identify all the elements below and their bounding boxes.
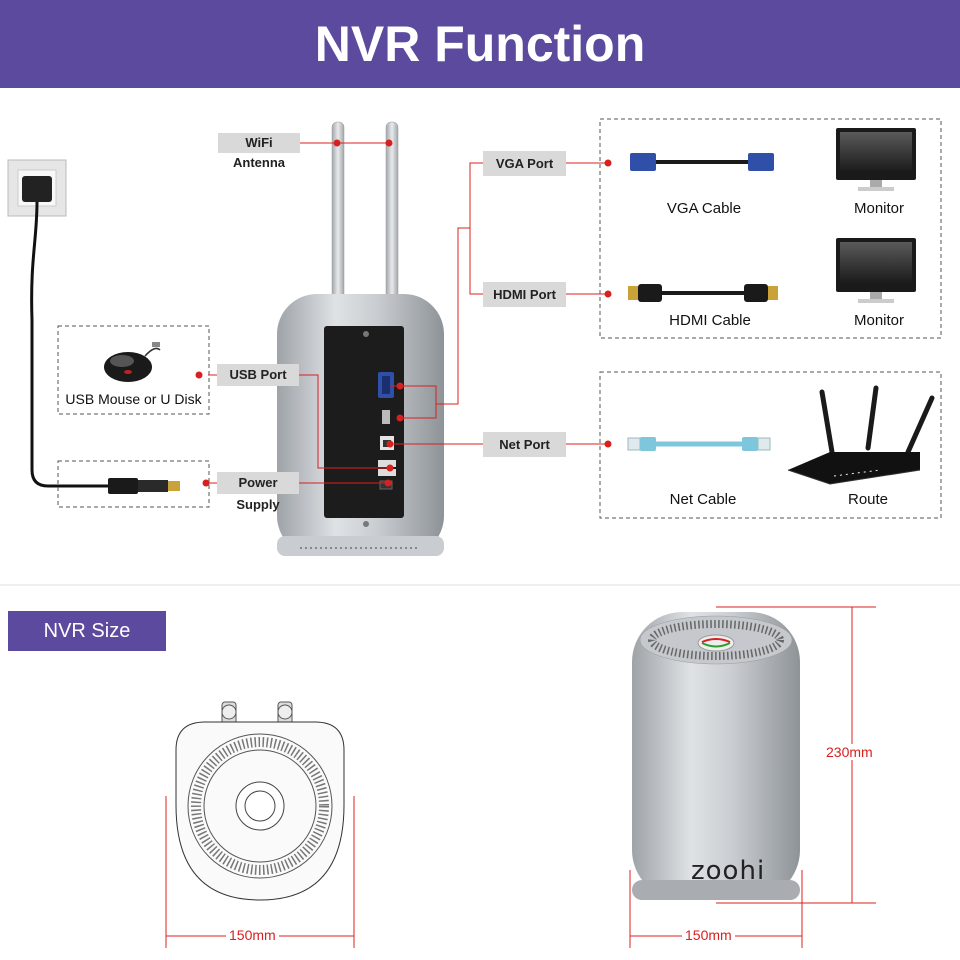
power-accessory-box	[57, 460, 210, 508]
dc-plug-icon	[108, 478, 180, 494]
usb-accessory-box	[57, 325, 210, 415]
usb-port-label: USB Port	[217, 364, 299, 386]
net-cable-caption: Net Cable	[669, 491, 737, 508]
power-supply-label: Power Supply	[217, 472, 299, 512]
page-title: NVR Function	[314, 16, 646, 72]
net-cable-icon	[627, 437, 771, 451]
vga-cable-icon	[630, 153, 774, 171]
display-accessory-box	[599, 118, 942, 339]
wifi-antenna-label: WiFi Antenna	[218, 133, 300, 170]
size-section-title: NVR Size	[8, 611, 166, 651]
header-banner	[0, 0, 960, 88]
net-port-label: Net Port	[483, 432, 566, 457]
monitor-caption-2: Monitor	[853, 312, 905, 329]
hdmi-port-label: HDMI Port	[483, 282, 566, 307]
vga-cable-caption: VGA Cable	[666, 200, 742, 217]
hdmi-cable-caption: HDMI Cable	[669, 312, 751, 329]
mouse-icon	[104, 342, 161, 382]
nvr-top-view	[175, 701, 345, 901]
route-caption: Route	[847, 491, 889, 508]
vga-port-label: VGA Port	[483, 151, 566, 176]
usb-mouse-caption: USB Mouse or U Disk	[65, 391, 202, 407]
monitor-icon-1	[836, 128, 916, 191]
connector-dots	[195, 139, 612, 487]
height-dimension: 230mm	[823, 744, 876, 760]
section-divider	[0, 584, 960, 586]
brand-logo: zoohi	[691, 856, 766, 886]
monitor-caption-1: Monitor	[853, 200, 905, 217]
monitor-icon-2	[836, 238, 916, 303]
side-width-dimension: 150mm	[682, 927, 735, 943]
nvr-back-view	[277, 121, 444, 556]
power-adapter-icon	[7, 159, 112, 488]
top-width-dimension: 150mm	[226, 927, 279, 943]
router-icon	[787, 385, 935, 485]
network-accessory-box	[599, 371, 942, 519]
nvr-side-view	[632, 612, 800, 900]
hdmi-cable-icon	[628, 284, 778, 302]
